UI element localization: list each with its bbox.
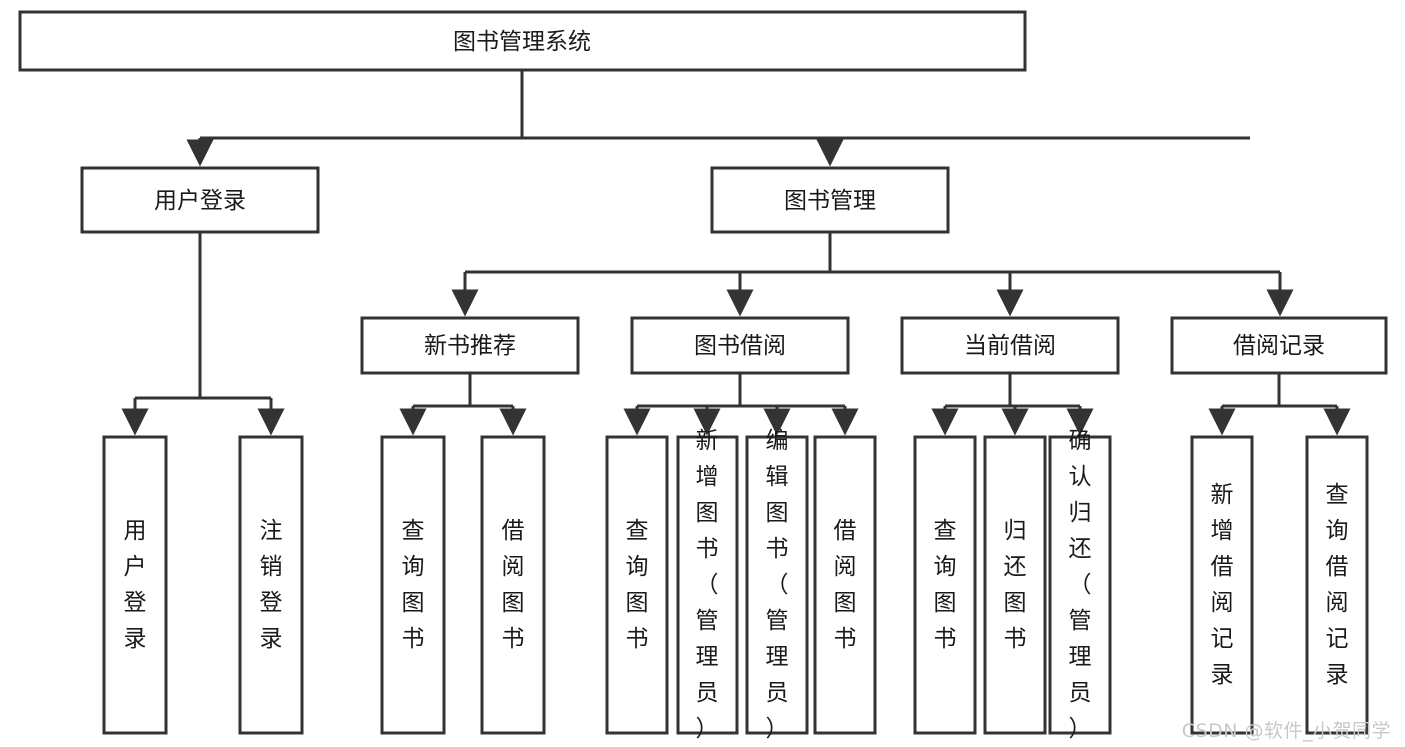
node-leaf-add-borrow-record[interactable]: 新增借阅记录 bbox=[1190, 435, 1254, 735]
node-root-system-label: 图书管理系统 bbox=[453, 29, 591, 55]
node-user-login-label: 用户登录 bbox=[154, 188, 246, 214]
node-leaf-edit-book-admin-label: 编辑图书（管理员） bbox=[766, 428, 789, 742]
node-borrow-record[interactable]: 借阅记录 bbox=[1170, 316, 1388, 375]
node-leaf-add-book-admin[interactable]: 新增图书（管理员） bbox=[676, 428, 739, 742]
node-leaf-return-book[interactable]: 归还图书 bbox=[983, 435, 1047, 735]
node-leaf-confirm-return-admin-label: 确认归还（管理员） bbox=[1069, 428, 1092, 742]
node-leaf-edit-book-admin[interactable]: 编辑图书（管理员） bbox=[745, 428, 809, 742]
node-leaf-query-book-current[interactable]: 查询图书 bbox=[913, 435, 977, 735]
node-leaf-add-book-admin-label: 新增图书（管理员） bbox=[696, 428, 719, 742]
connector-borrow-record-to-leaves bbox=[1208, 373, 1351, 436]
node-new-book-recommend[interactable]: 新书推荐 bbox=[360, 316, 580, 375]
node-user-login[interactable]: 用户登录 bbox=[80, 166, 320, 234]
connector-current-borrow-to-leaves bbox=[931, 373, 1094, 436]
connector-new-book-rec-to-leaves bbox=[399, 373, 527, 436]
node-leaf-query-borrow-record[interactable]: 查询借阅记录 bbox=[1305, 435, 1369, 735]
node-current-borrow[interactable]: 当前借阅 bbox=[900, 316, 1120, 375]
node-leaf-confirm-return-admin[interactable]: 确认归还（管理员） bbox=[1048, 428, 1112, 742]
node-book-management[interactable]: 图书管理 bbox=[710, 166, 950, 234]
connector-book-borrow-to-leaves bbox=[623, 373, 859, 436]
node-leaf-user-login-label: 用户登录 bbox=[124, 518, 147, 652]
node-new-book-recommend-label: 新书推荐 bbox=[424, 333, 516, 359]
node-leaf-borrow-book-rec[interactable]: 借阅图书 bbox=[480, 435, 546, 735]
node-leaf-query-book-borrow-label: 查询图书 bbox=[626, 518, 649, 652]
node-leaf-add-borrow-record-label: 新增借阅记录 bbox=[1211, 482, 1234, 688]
node-leaf-query-book-borrow[interactable]: 查询图书 bbox=[605, 435, 669, 735]
node-borrow-record-label: 借阅记录 bbox=[1233, 333, 1325, 359]
node-leaf-logout[interactable]: 注销登录 bbox=[238, 435, 304, 735]
connector-root-to-level2 bbox=[186, 70, 1250, 167]
node-leaf-logout-label: 注销登录 bbox=[260, 518, 283, 652]
node-leaf-user-login[interactable]: 用户登录 bbox=[102, 435, 168, 735]
node-leaf-borrow-book-rec-label: 借阅图书 bbox=[502, 518, 525, 652]
node-book-borrow[interactable]: 图书借阅 bbox=[630, 316, 850, 375]
node-leaf-return-book-label: 归还图书 bbox=[1004, 518, 1027, 652]
node-leaf-query-book-current-label: 查询图书 bbox=[934, 518, 957, 652]
connector-book-mgmt-to-level3 bbox=[451, 232, 1294, 317]
connector-user-login-to-leaves bbox=[121, 232, 285, 436]
node-book-management-label: 图书管理 bbox=[784, 188, 876, 214]
node-root-system[interactable]: 图书管理系统 bbox=[18, 10, 1027, 72]
node-current-borrow-label: 当前借阅 bbox=[964, 333, 1056, 359]
node-book-borrow-label: 图书借阅 bbox=[694, 333, 786, 359]
node-leaf-borrow-book-label: 借阅图书 bbox=[834, 518, 857, 652]
node-leaf-query-borrow-record-label: 查询借阅记录 bbox=[1326, 482, 1349, 688]
node-leaf-query-book-rec[interactable]: 查询图书 bbox=[380, 435, 446, 735]
csdn-watermark: CSDN @软件_小贺同学 bbox=[1181, 720, 1391, 742]
node-leaf-query-book-rec-label: 查询图书 bbox=[402, 518, 425, 652]
node-leaf-borrow-book[interactable]: 借阅图书 bbox=[813, 435, 877, 735]
